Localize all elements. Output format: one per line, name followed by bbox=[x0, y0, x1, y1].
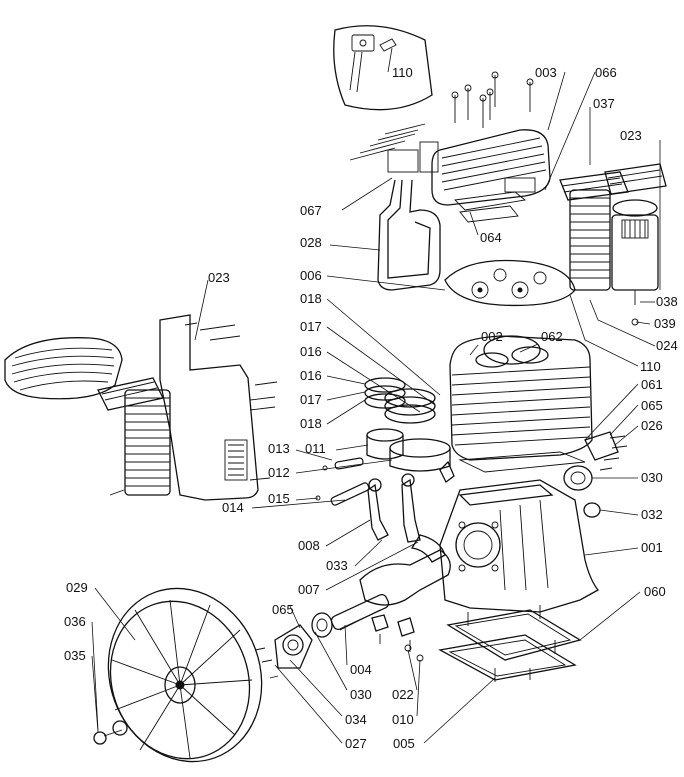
label-033: 033 bbox=[326, 558, 348, 573]
label-015: 015 bbox=[268, 491, 290, 506]
label-016-upper: 016 bbox=[300, 344, 322, 359]
label-011: 011 bbox=[305, 441, 326, 456]
cylinder-block bbox=[449, 335, 593, 473]
label-017-upper: 017 bbox=[300, 319, 322, 334]
leader-lines bbox=[91, 47, 661, 744]
label-016-lower: 016 bbox=[300, 368, 322, 383]
label-064: 064 bbox=[480, 230, 502, 245]
label-003: 003 bbox=[535, 65, 557, 80]
label-026: 026 bbox=[641, 418, 663, 433]
label-024: 024 bbox=[656, 338, 678, 353]
label-012: 012 bbox=[268, 465, 290, 480]
label-005: 005 bbox=[393, 736, 415, 751]
label-023-right: 023 bbox=[620, 128, 642, 143]
label-002: 002 bbox=[481, 329, 503, 344]
label-032: 032 bbox=[641, 507, 663, 522]
label-013: 013 bbox=[268, 441, 290, 456]
label-010: 010 bbox=[392, 712, 414, 727]
label-028: 028 bbox=[300, 235, 322, 250]
label-007: 007 bbox=[298, 582, 320, 597]
cylinder-head-cover bbox=[431, 129, 551, 223]
label-060: 060 bbox=[644, 584, 666, 599]
label-034: 034 bbox=[345, 712, 367, 727]
label-038: 038 bbox=[656, 294, 678, 309]
label-018-lower: 018 bbox=[300, 416, 322, 431]
transfer-pipe bbox=[377, 179, 441, 291]
label-006: 006 bbox=[300, 268, 322, 283]
label-110-right: 110 bbox=[640, 359, 661, 374]
detail-inset bbox=[333, 25, 433, 111]
label-029: 029 bbox=[66, 580, 88, 595]
label-004: 004 bbox=[350, 662, 372, 677]
label-014: 014 bbox=[222, 500, 244, 515]
label-008: 008 bbox=[298, 538, 320, 553]
crank-bolts bbox=[371, 614, 424, 662]
crankshaft bbox=[330, 534, 451, 631]
label-018-upper: 018 bbox=[300, 291, 322, 306]
label-017-lower: 017 bbox=[300, 392, 322, 407]
label-062: 062 bbox=[541, 329, 563, 344]
head-bolts bbox=[349, 71, 534, 173]
label-037: 037 bbox=[593, 96, 615, 111]
end-cover-right bbox=[563, 431, 628, 518]
label-110-top: 110 bbox=[392, 65, 413, 80]
label-061: 061 bbox=[641, 377, 663, 392]
pulley bbox=[107, 587, 263, 763]
label-039: 039 bbox=[654, 316, 676, 331]
label-067: 067 bbox=[300, 203, 322, 218]
right-cylinder bbox=[559, 163, 667, 291]
label-066: 066 bbox=[595, 65, 617, 80]
left-assembly bbox=[4, 314, 278, 501]
label-065-left: 065 bbox=[272, 602, 294, 617]
part-labels: 110 003 066 037 023 067 064 028 006 038 … bbox=[64, 65, 678, 751]
label-030-right: 030 bbox=[641, 470, 663, 485]
label-022: 022 bbox=[392, 687, 414, 702]
valve-plate bbox=[444, 259, 576, 307]
pistons bbox=[315, 428, 451, 506]
label-001: 001 bbox=[641, 540, 663, 555]
bottom-cover bbox=[438, 605, 582, 682]
label-036: 036 bbox=[64, 614, 86, 629]
piston-rings bbox=[364, 377, 436, 424]
label-030-left: 030 bbox=[350, 687, 372, 702]
label-027: 027 bbox=[345, 736, 367, 751]
label-023-left: 023 bbox=[208, 270, 230, 285]
connecting-rods bbox=[367, 460, 455, 543]
label-065-right: 065 bbox=[641, 398, 663, 413]
front-bearing-housing bbox=[254, 612, 333, 679]
crankcase bbox=[439, 479, 599, 613]
pulley-bolt bbox=[93, 720, 128, 745]
label-035: 035 bbox=[64, 648, 86, 663]
air-filter bbox=[611, 199, 659, 326]
